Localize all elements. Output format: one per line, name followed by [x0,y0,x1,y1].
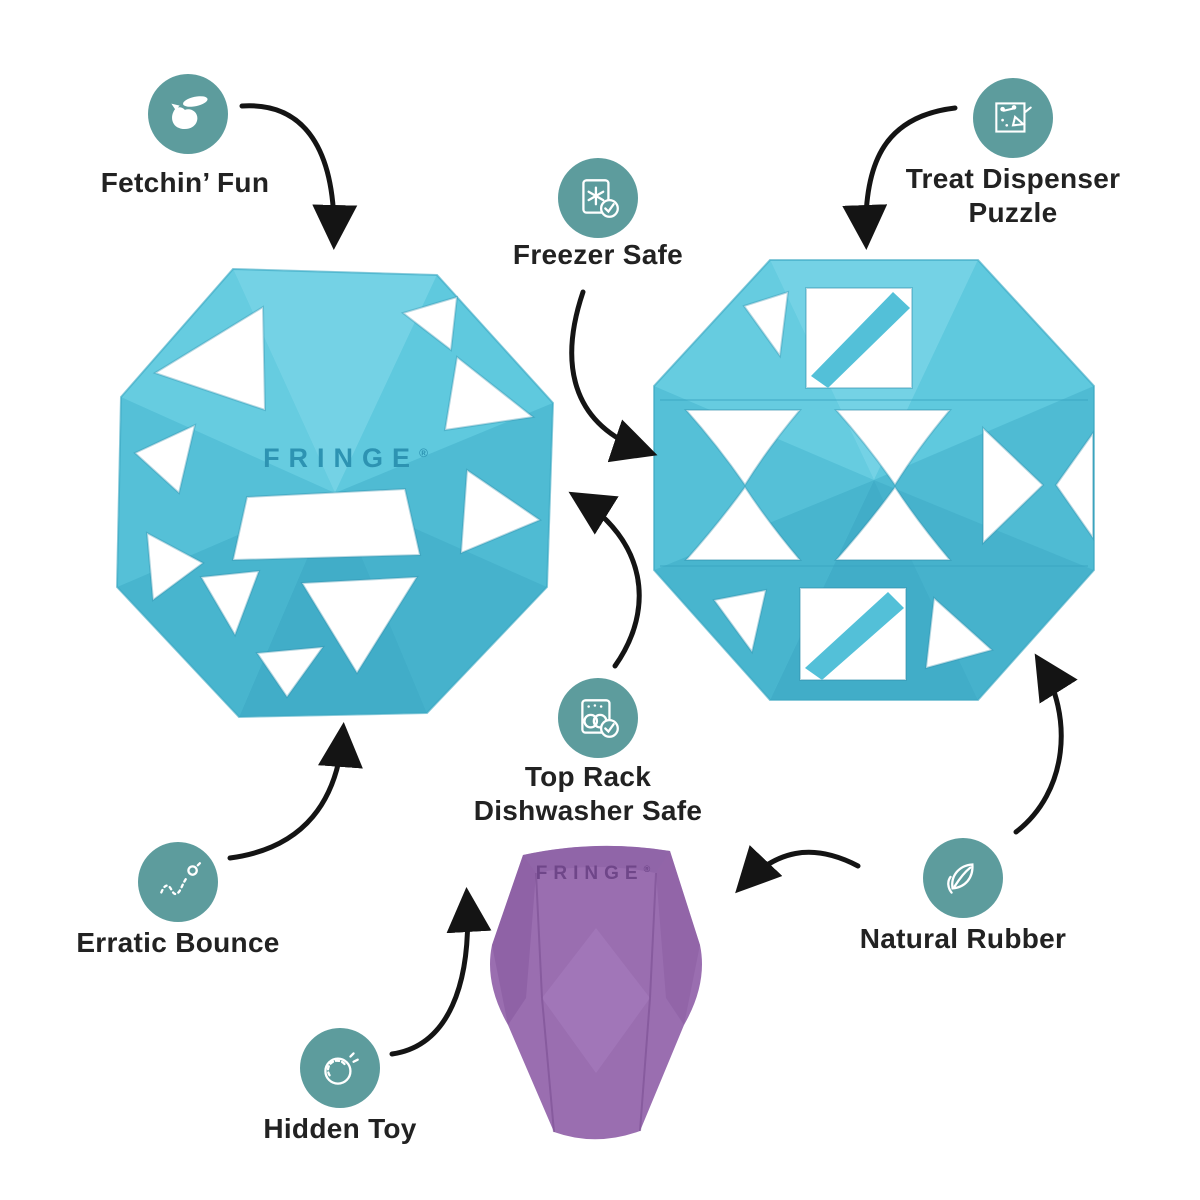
arrow-natural-rubber-left [735,845,861,894]
blue-ball-left: FRINGE® [115,267,555,719]
dishwasher-icon [558,678,638,758]
feature-label-freezer-safe: Freezer Safe [512,239,684,270]
feature-label-hidden-toy: Hidden Toy [263,1113,417,1144]
ball-icon [300,1028,380,1108]
blue-ball-right [653,259,1095,701]
dog-catch-icon [148,74,228,154]
feature-label-treat-dispenser: Treat Dispenser Puzzle [905,163,1121,228]
arrow-dishwasher-safe [568,491,642,669]
freezer-icon [558,158,638,238]
bounce-path-icon [138,842,218,922]
arrow-freezer-safe [569,289,658,463]
purple-toy: FRINGE® [490,845,702,1140]
brand-text: FRINGE® [536,863,656,884]
feature-label-erratic-bounce: Erratic Bounce [76,927,280,958]
feature-label-natural-rubber: Natural Rubber [859,923,1067,954]
feature-label-fetchin-fun: Fetchin’ Fun [100,167,270,198]
arrow-hidden-toy [389,887,492,1057]
leaves-icon [923,838,1003,918]
treats-box-icon [973,78,1053,158]
brand-text: FRINGE® [263,443,437,473]
arrow-erratic-bounce [227,722,363,861]
feature-label-dishwasher-safe: Top Rack Dishwasher Safe [473,761,703,826]
